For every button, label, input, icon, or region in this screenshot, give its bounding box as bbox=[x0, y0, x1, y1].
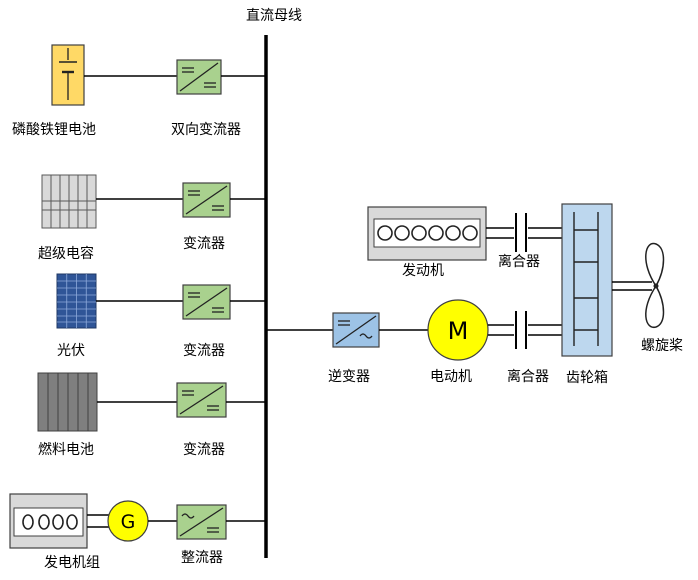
converter-4 bbox=[176, 382, 227, 418]
pv-panel bbox=[56, 273, 97, 329]
propeller bbox=[645, 242, 665, 328]
propeller-label: 螺旋桨 bbox=[641, 337, 683, 354]
lifepo4-battery-label: 磷酸铁锂电池 bbox=[12, 122, 96, 138]
bidirectional-converter-label: 双向变流器 bbox=[171, 122, 241, 138]
converter-3-label: 变流器 bbox=[183, 343, 225, 359]
inverter bbox=[332, 312, 380, 348]
converter-2 bbox=[182, 182, 231, 218]
supercapacitor-label: 超级电容 bbox=[38, 245, 94, 262]
gearbox-label: 齿轮箱 bbox=[566, 370, 608, 386]
engine-label: 发动机 bbox=[402, 263, 444, 279]
generator-symbol: G bbox=[121, 511, 136, 533]
clutch-top-label: 离合器 bbox=[498, 253, 540, 270]
converter-3 bbox=[182, 284, 231, 320]
fuel-cell-label: 燃料电池 bbox=[38, 441, 94, 458]
generator-set-label: 发电机组 bbox=[44, 555, 100, 571]
clutch-top bbox=[515, 213, 527, 252]
bidirectional-converter bbox=[176, 59, 222, 95]
converter-2-label: 变流器 bbox=[183, 236, 225, 252]
engine bbox=[367, 206, 487, 261]
motor-circle bbox=[427, 299, 489, 361]
clutch-bottom bbox=[515, 311, 527, 349]
inverter-label: 逆变器 bbox=[328, 369, 370, 385]
rectifier-label: 整流器 bbox=[181, 550, 223, 566]
gearbox bbox=[561, 203, 613, 357]
converter-4-label: 变流器 bbox=[183, 442, 225, 458]
clutch-bottom-label: 离合器 bbox=[507, 368, 549, 385]
dc-bus-label: 直流母线 bbox=[246, 7, 302, 24]
rectifier bbox=[176, 504, 227, 540]
motor-label: 电动机 bbox=[430, 369, 472, 385]
generator-set-engine bbox=[9, 493, 88, 549]
pv-label: 光伏 bbox=[57, 343, 85, 359]
fuel-cell bbox=[37, 372, 98, 432]
motor-symbol: M bbox=[448, 317, 469, 345]
supercapacitor bbox=[41, 174, 97, 229]
lifepo4-battery bbox=[51, 44, 85, 106]
